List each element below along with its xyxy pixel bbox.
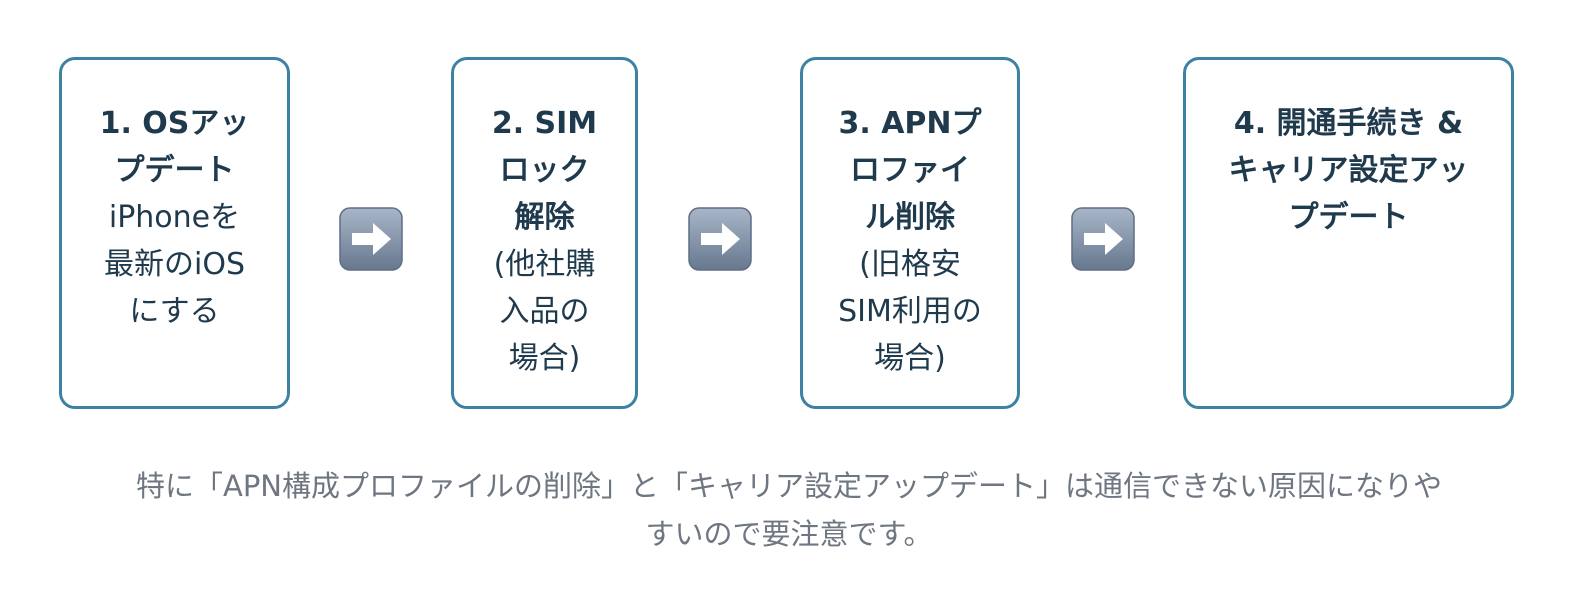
step-box-apn-profile-delete: 3. APNプ ロファイ ル削除 (旧格安 SIM利用の 場合) (800, 57, 1020, 409)
step-box-activation-carrier-update: 4. 開通手続き & キャリア設定アッ プデート (1183, 57, 1514, 409)
flow-diagram: 1. OSアッ プデート iPhoneを 最新のiOS にする 2. SIM ロ… (59, 57, 1514, 409)
step-description: (旧格安 SIM利用の 場合) (838, 247, 982, 376)
caution-note: 特に「APN構成プロファイルの削除」と「キャリア設定アップデート」は通信できない… (135, 469, 1443, 551)
step-title: 1. OSアッ プデート (99, 106, 250, 188)
step-description: iPhoneを 最新のiOS にする (104, 200, 245, 329)
step-box-sim-unlock: 2. SIM ロック 解除 (他社購 入品の 場合) (451, 57, 638, 409)
step-title: 2. SIM ロック 解除 (491, 106, 598, 235)
step-title: 3. APNプ ロファイ ル削除 (838, 106, 982, 235)
right-arrow-icon (688, 207, 752, 271)
step-title: 4. 開通手続き & キャリア設定アッ プデート (1228, 106, 1469, 235)
step-description: (他社購 入品の 場合) (493, 247, 596, 376)
step-box-os-update: 1. OSアッ プデート iPhoneを 最新のiOS にする (59, 57, 290, 409)
right-arrow-icon (339, 207, 403, 271)
right-arrow-icon (1071, 207, 1135, 271)
